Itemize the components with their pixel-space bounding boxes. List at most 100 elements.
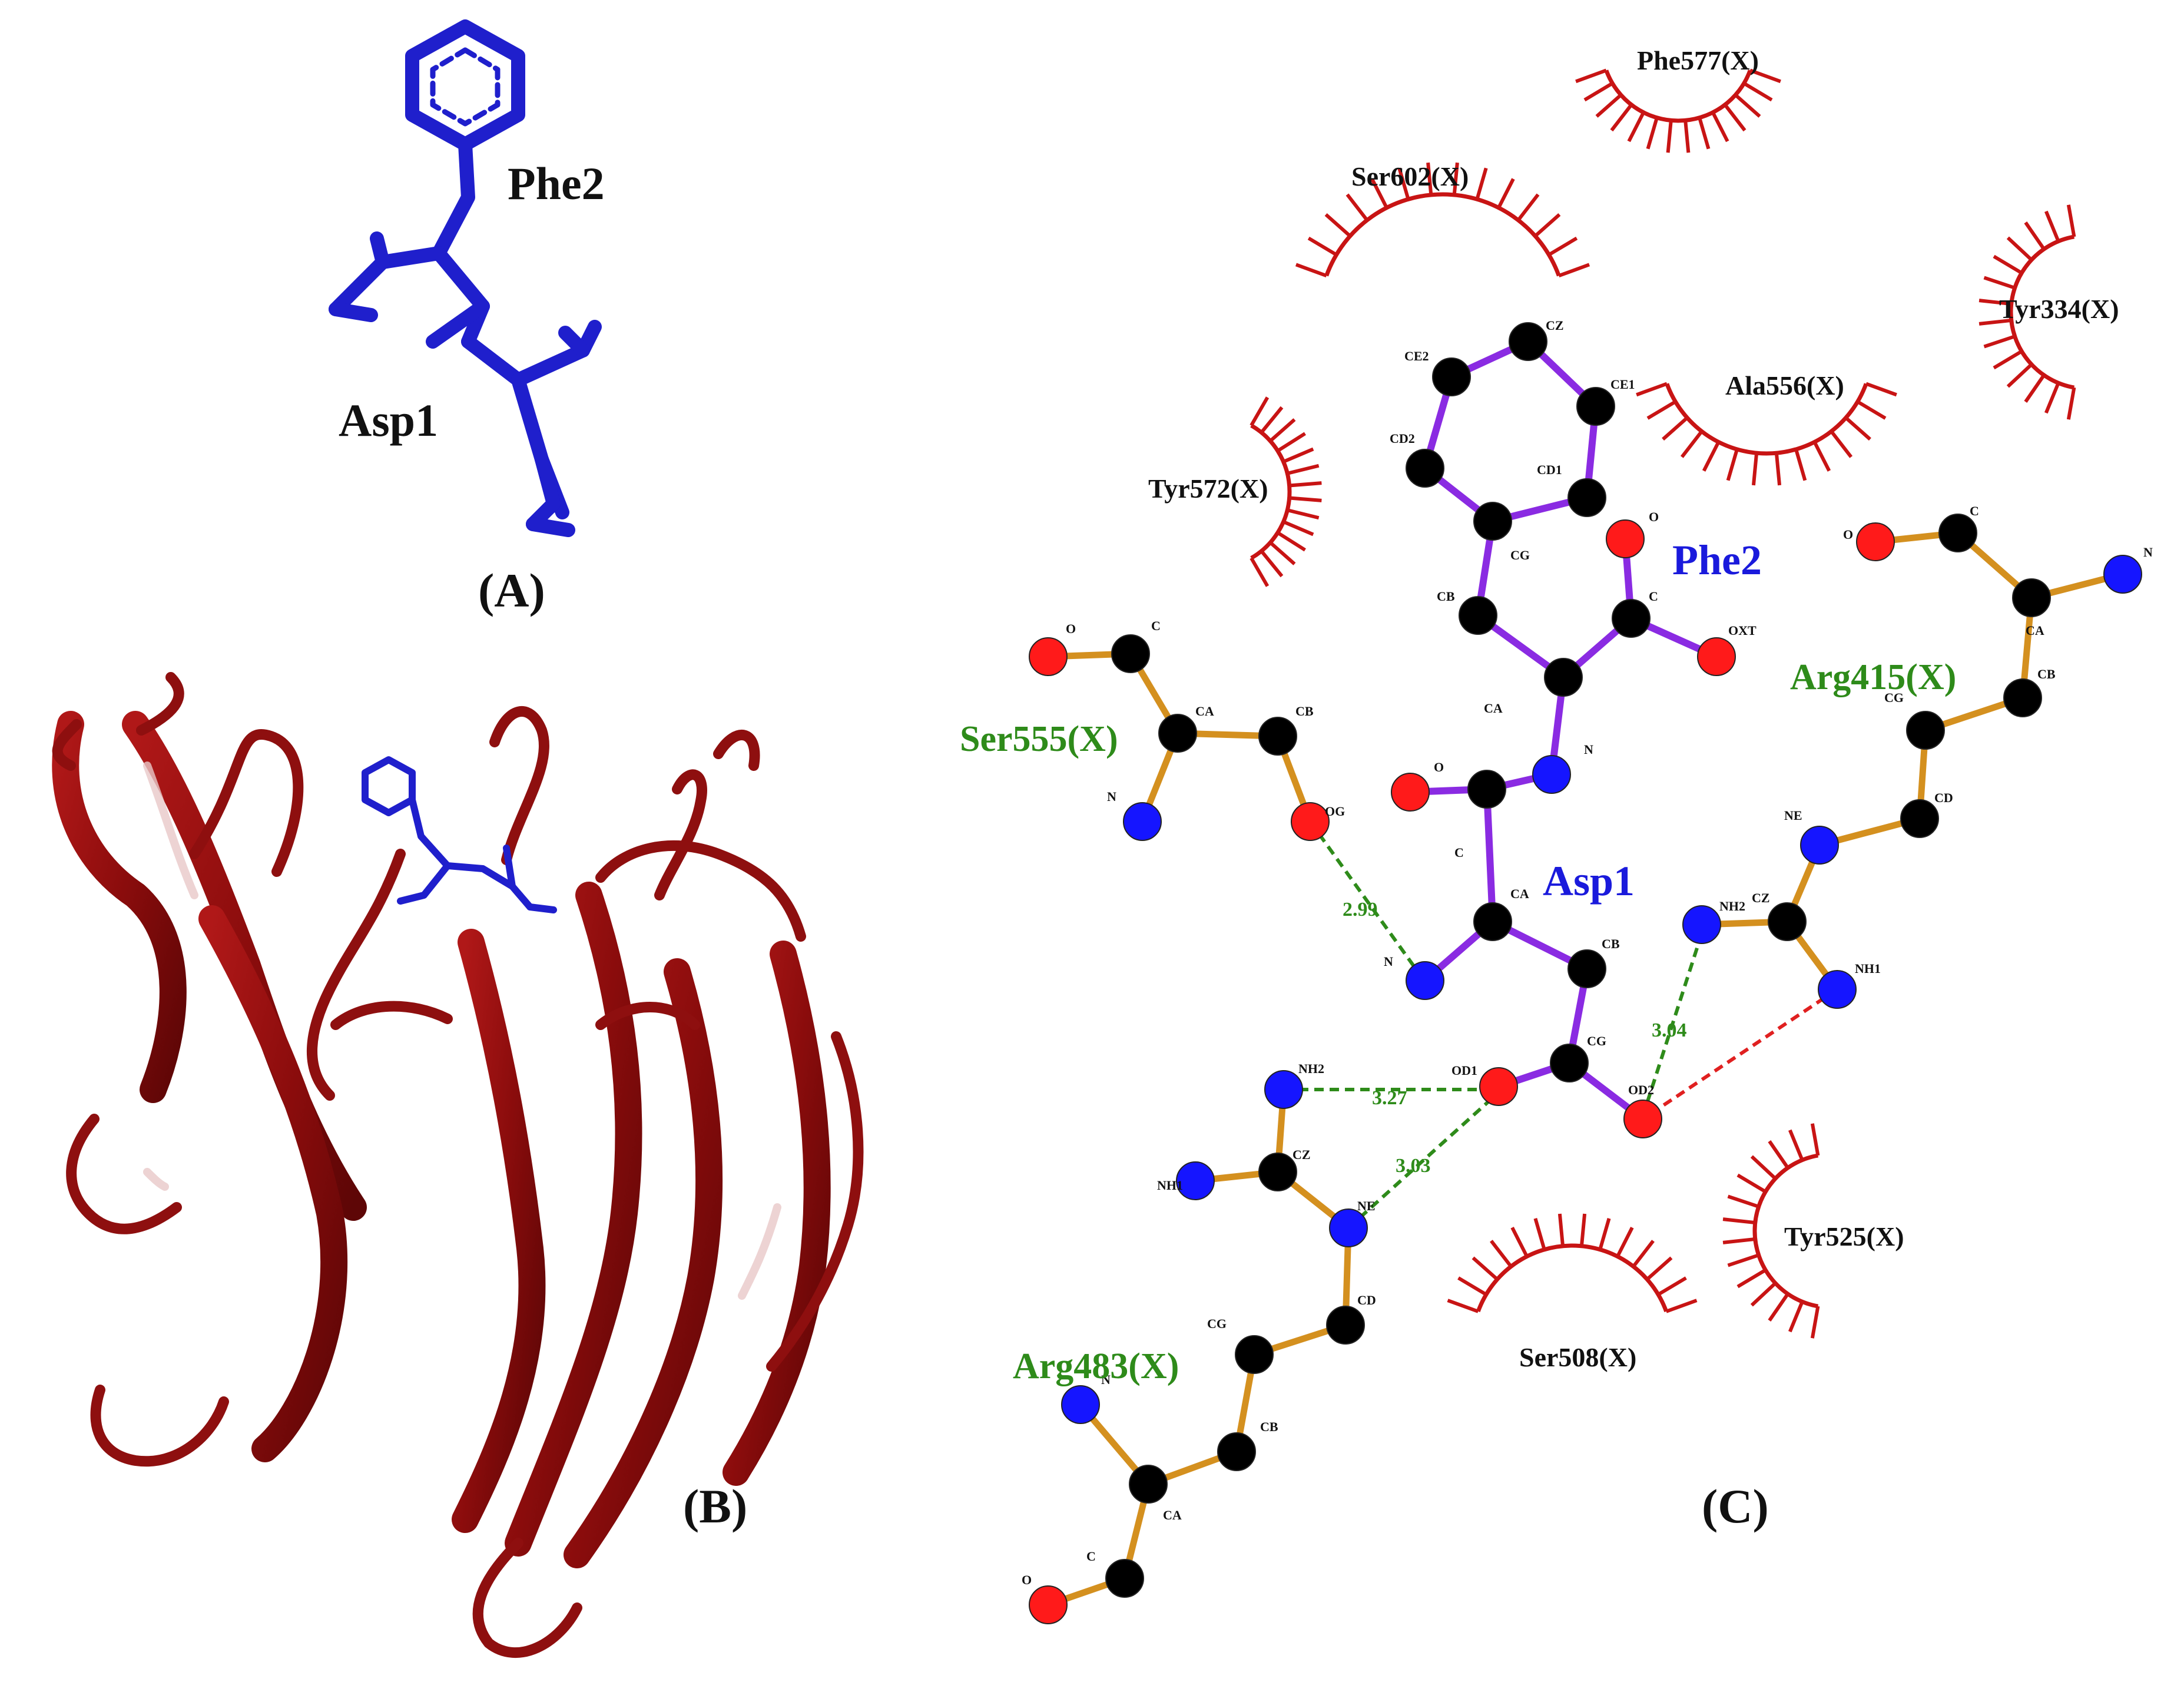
- nitrogen-atom: [1061, 1385, 1100, 1424]
- svg-text:OXT: OXT: [1728, 623, 1757, 638]
- ser508-arc: [1447, 1213, 1698, 1313]
- nitrogen-atom: [1532, 755, 1571, 794]
- svg-text:O: O: [1022, 1572, 1032, 1587]
- oxygen-atom: [1606, 519, 1645, 558]
- phenyl-ring: [405, 19, 525, 151]
- carbon-atom: [1105, 1559, 1144, 1598]
- oxygen-atom: [1391, 773, 1430, 812]
- ala556-arc: [1636, 382, 1897, 486]
- svg-text:NH1: NH1: [1157, 1178, 1183, 1193]
- svg-text:CG: CG: [1207, 1316, 1227, 1331]
- carbon-atom: [1544, 658, 1583, 697]
- svg-text:CG: CG: [1884, 690, 1904, 705]
- svg-text:NH2: NH2: [1719, 899, 1745, 913]
- carbon-atom: [1567, 478, 1606, 517]
- svg-text:CB: CB: [2037, 667, 2056, 681]
- svg-text:O: O: [1649, 509, 1659, 524]
- left-terminal: [329, 302, 378, 322]
- svg-text:C: C: [1086, 1549, 1096, 1564]
- svg-text:OD2: OD2: [1628, 1082, 1654, 1097]
- carbon-atom: [1217, 1432, 1256, 1471]
- nitrogen-atom: [1818, 970, 1857, 1009]
- svg-text:O: O: [1066, 621, 1076, 636]
- hbond-arg415-asp1: [1641, 933, 1704, 1117]
- carbon-atom: [1129, 1465, 1168, 1504]
- svg-text:C: C: [1649, 589, 1658, 604]
- label-ser555: Ser555(X): [960, 719, 1118, 759]
- phenyl-ring-inner: [430, 47, 501, 127]
- svg-text:CA: CA: [1163, 1508, 1182, 1522]
- svg-text:CB: CB: [1602, 936, 1620, 951]
- tyr572-arc: [1250, 396, 1322, 587]
- svg-text:CZ: CZ: [1546, 318, 1564, 333]
- carbon-atom: [1432, 357, 1471, 396]
- carbon-atom: [1459, 596, 1497, 635]
- carbon-atom: [1111, 634, 1150, 673]
- svg-text:NH2: NH2: [1298, 1061, 1324, 1076]
- nitrogen-atom: [1329, 1208, 1368, 1247]
- nitrogen-atom: [1264, 1070, 1303, 1109]
- svg-text:OD1: OD1: [1451, 1063, 1477, 1078]
- distance-3-04: 3.04: [1652, 1019, 1687, 1041]
- carbon-atom: [1900, 799, 1939, 838]
- asp-sidechain-bond: [526, 452, 561, 531]
- oxygen-atom: [1623, 1100, 1662, 1138]
- svg-text:NH1: NH1: [1855, 961, 1881, 976]
- atom-labels: CE2 CZ CE1 CD2 CD1 CG CB O C OXT CA N O …: [1022, 318, 2153, 1587]
- nitrogen-atom: [1123, 802, 1162, 841]
- svg-text:CE1: CE1: [1610, 377, 1635, 392]
- svg-text:CD: CD: [1357, 1293, 1376, 1307]
- carbon-atom: [1612, 599, 1651, 638]
- phe-sidechain-bond: [432, 137, 475, 260]
- carbon-atom: [1406, 449, 1444, 488]
- label-arg415: Arg415(X): [1790, 657, 1956, 697]
- tyr525-arc: [1722, 1123, 1820, 1339]
- tyr334-arc: [1978, 204, 2076, 420]
- nitrogen-atom: [1800, 826, 1839, 865]
- nitrogen-atom: [1682, 905, 1721, 944]
- ser602-arc: [1295, 162, 1590, 277]
- svg-text:N: N: [2143, 545, 2153, 559]
- carbon-atom: [1326, 1306, 1365, 1345]
- svg-text:CA: CA: [1195, 704, 1214, 719]
- carbon-atom: [1576, 387, 1615, 426]
- svg-text:N: N: [1107, 789, 1116, 804]
- nitrogen-atom: [1406, 961, 1444, 1000]
- oxygen-atom: [1029, 1585, 1068, 1624]
- label-tyr572: Tyr572(X): [1148, 474, 1268, 504]
- panel-b-ribbon: [52, 672, 864, 1658]
- phe577-arc: [1575, 68, 1781, 153]
- carbon-atom: [1473, 502, 1512, 541]
- carbon-atom: [1235, 1335, 1274, 1374]
- hbond-ser555-asp1: [1308, 820, 1424, 979]
- svg-text:N: N: [1101, 1372, 1111, 1387]
- label-ser508: Ser508(X): [1519, 1342, 1636, 1372]
- label-tyr334: Tyr334(X): [1999, 294, 2119, 324]
- panel-b-bound-peptide: [362, 756, 557, 913]
- label-asp1: Asp1: [1543, 857, 1635, 905]
- distance-3-27: 3.27: [1372, 1087, 1407, 1109]
- label-phe2: Phe2: [1672, 537, 1762, 584]
- oxygen-atom: [1291, 802, 1330, 841]
- svg-text:CB: CB: [1437, 589, 1455, 604]
- svg-text:CA: CA: [1510, 886, 1529, 901]
- label-ser602: Ser602(X): [1351, 161, 1469, 191]
- svg-text:CD: CD: [1934, 790, 1953, 805]
- svg-text:NE: NE: [1357, 1198, 1376, 1213]
- right-carboxyl-o: [558, 326, 590, 357]
- svg-text:O: O: [1434, 760, 1444, 774]
- svg-text:C: C: [1454, 845, 1464, 860]
- svg-text:CZ: CZ: [1752, 890, 1770, 905]
- svg-text:CG: CG: [1510, 548, 1530, 562]
- carbon-atom: [1938, 514, 1977, 552]
- panel-a-stick-model: [329, 19, 602, 537]
- oxygen-atom: [1029, 637, 1068, 676]
- panel-b-caption: (B): [683, 1479, 747, 1533]
- svg-text:CE2: CE2: [1404, 349, 1429, 363]
- label-ala556: Ala556(X): [1725, 370, 1844, 400]
- carbon-atom: [2012, 578, 2051, 617]
- amide-n: [426, 299, 490, 349]
- svg-text:N: N: [1384, 954, 1393, 969]
- distance-3-03: 3.03: [1396, 1155, 1431, 1177]
